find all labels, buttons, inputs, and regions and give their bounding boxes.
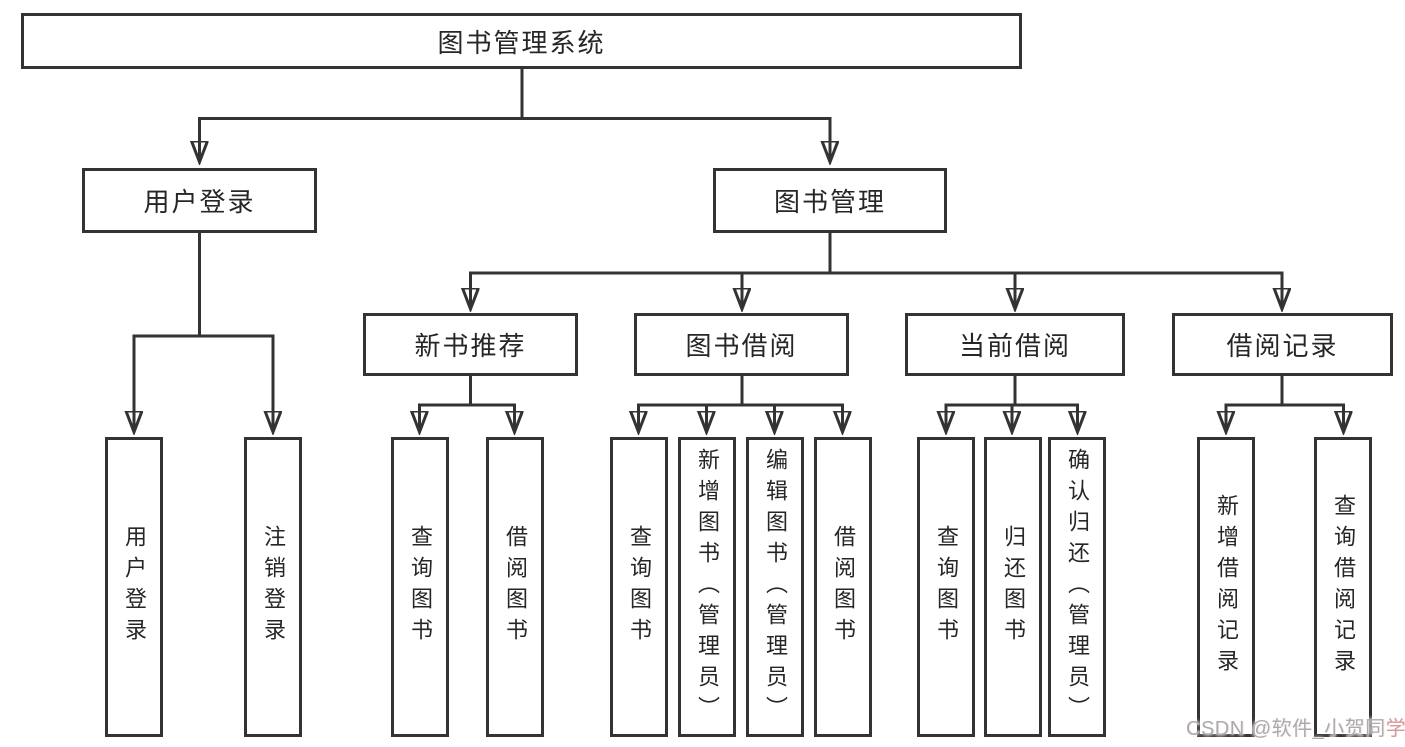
edges-user-login <box>133 233 275 432</box>
leaf-logout-label: 注销登录 <box>261 525 286 649</box>
node-user-login: 用户登录 <box>82 168 317 233</box>
leaf-bb-add-books: 新增图书（管理员） <box>678 437 736 737</box>
edges-current-borrow <box>945 376 1080 432</box>
edges-new-book-rec <box>418 376 516 432</box>
edges-book-borrow <box>637 376 844 432</box>
leaf-bb-query-books-label: 查询图书 <box>627 525 652 649</box>
leaf-bb-borrow-books-label: 借阅图书 <box>831 525 856 649</box>
node-book-borrow-label: 图书借阅 <box>685 331 798 361</box>
leaf-cb-query-books: 查询图书 <box>917 437 975 737</box>
leaf-cb-return-books: 归还图书 <box>984 437 1042 737</box>
leaf-cb-query-books-label: 查询图书 <box>934 525 959 649</box>
node-borrow-record: 借阅记录 <box>1172 313 1393 376</box>
node-user-login-label: 用户登录 <box>143 187 256 217</box>
node-book-mgmt-label: 图书管理 <box>773 187 886 217</box>
node-book-mgmt: 图书管理 <box>713 168 947 233</box>
leaf-nb-query-books: 查询图书 <box>391 437 449 737</box>
csdn-watermark-accent: 学 <box>1385 718 1405 740</box>
node-new-book-rec-label: 新书推荐 <box>414 331 527 361</box>
node-current-borrow-label: 当前借阅 <box>958 331 1071 361</box>
node-current-borrow: 当前借阅 <box>905 313 1125 376</box>
leaf-bb-edit-books-label: 编辑图书（管理员） <box>763 447 788 727</box>
node-borrow-record-label: 借阅记录 <box>1226 331 1339 361</box>
leaf-bb-borrow-books: 借阅图书 <box>814 437 872 737</box>
csdn-watermark: CSDN @软件_小贺同学 <box>1186 712 1405 741</box>
leaf-br-add-record: 新增借阅记录 <box>1197 437 1255 737</box>
csdn-watermark-text: CSDN @软件_小贺同 <box>1186 718 1386 740</box>
leaf-br-add-record-label: 新增借阅记录 <box>1214 494 1239 680</box>
node-book-borrow: 图书借阅 <box>634 313 849 376</box>
leaf-bb-query-books: 查询图书 <box>610 437 668 737</box>
node-root-label: 图书管理系统 <box>437 27 606 58</box>
leaf-nb-borrow-books: 借阅图书 <box>486 437 544 737</box>
leaf-cb-return-books-label: 归还图书 <box>1001 525 1026 649</box>
node-root: 图书管理系统 <box>21 13 1022 69</box>
edges-borrow-record <box>1225 376 1346 432</box>
edges-book-mgmt <box>469 233 1284 309</box>
leaf-user-login: 用户登录 <box>105 437 163 737</box>
node-new-book-rec: 新书推荐 <box>363 313 578 376</box>
leaf-br-query-record-label: 查询借阅记录 <box>1331 494 1356 680</box>
leaf-bb-add-books-label: 新增图书（管理员） <box>695 447 720 727</box>
leaf-cb-confirm-return: 确认归还（管理员） <box>1048 437 1106 737</box>
edges-root <box>198 69 832 162</box>
leaf-logout: 注销登录 <box>244 437 302 737</box>
leaf-br-query-record: 查询借阅记录 <box>1314 437 1372 737</box>
leaf-cb-confirm-return-label: 确认归还（管理员） <box>1065 447 1090 727</box>
leaf-nb-query-books-label: 查询图书 <box>408 525 433 649</box>
leaf-user-login-label: 用户登录 <box>122 525 147 649</box>
leaf-bb-edit-books: 编辑图书（管理员） <box>746 437 804 737</box>
leaf-nb-borrow-books-label: 借阅图书 <box>503 525 528 649</box>
